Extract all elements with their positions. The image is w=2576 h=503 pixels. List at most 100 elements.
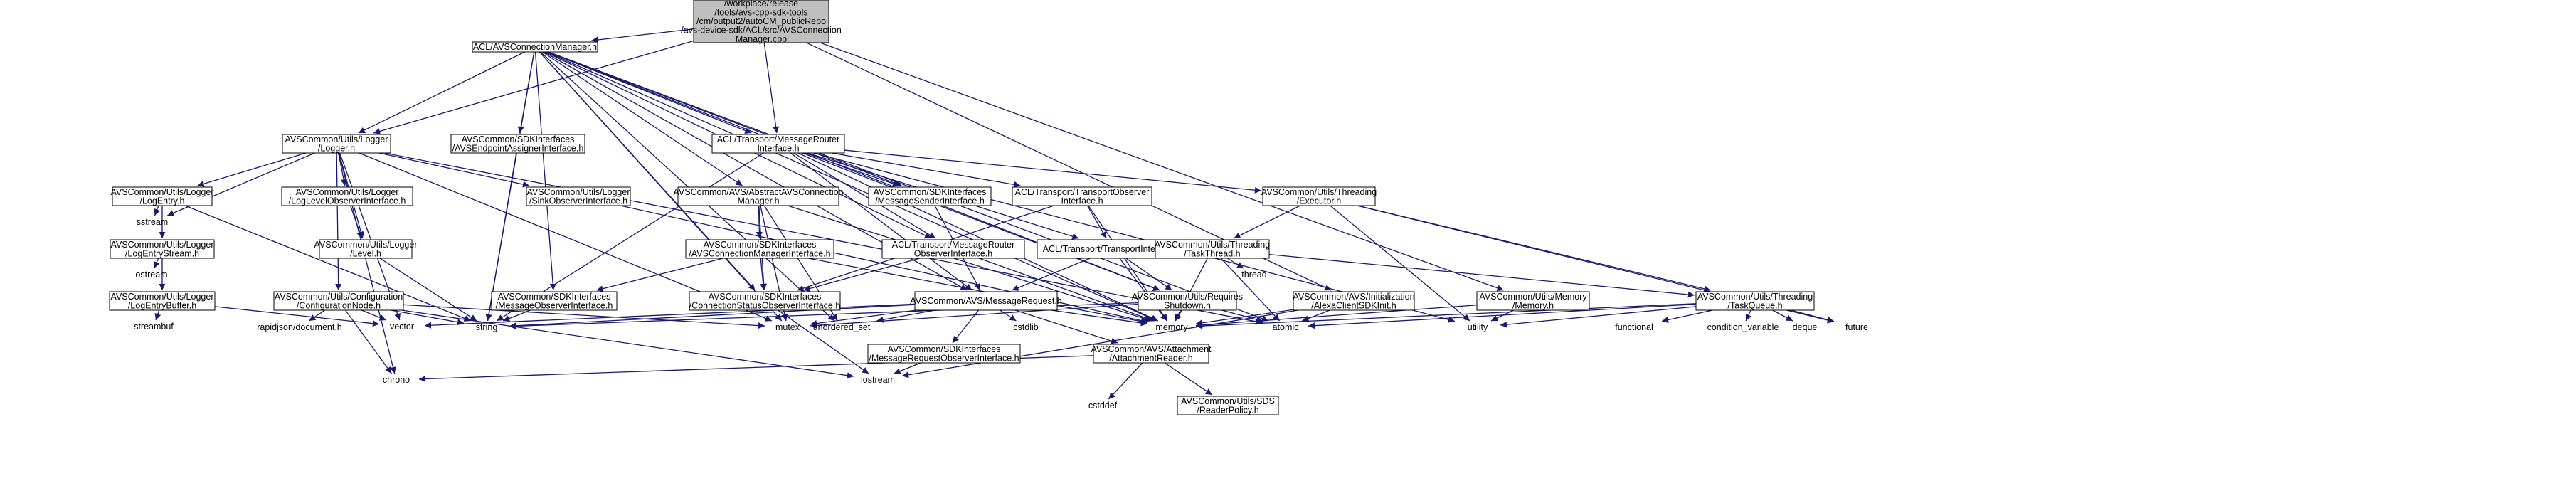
node-box-shutdown	[1138, 291, 1237, 311]
node-sinkobs[interactable]: AVSCommon/Utils/Logger/SinkObserverInter…	[526, 186, 631, 206]
edge-acm-to-logger	[358, 51, 525, 134]
node-msgsender[interactable]: AVSCommon/SDKInterfaces/MessageSenderInt…	[868, 186, 992, 206]
edge-acm-to-abstract	[542, 51, 743, 186]
edge-memoryh-to-memory	[1195, 305, 1478, 329]
node-label-confignode: AVSCommon/Utils/Configuration	[275, 292, 403, 302]
node-mutex: mutex	[775, 322, 800, 332]
node-cstdlib: cstdlib	[1013, 322, 1038, 332]
node-level[interactable]: AVSCommon/Utils/Logger/Level.h	[314, 239, 418, 259]
node-label-iostream: iostream	[861, 375, 895, 385]
node-atomic: atomic	[1273, 322, 1299, 332]
node-taskthread[interactable]: AVSCommon/Utils/Threading/TaskThread.h	[1155, 239, 1270, 259]
node-logentrybuffer[interactable]: AVSCommon/Utils/Logger/LogEntryBuffer.h	[109, 291, 216, 311]
node-logentry[interactable]: AVSCommon/Utils/Logger/LogEntry.h	[111, 186, 214, 206]
edge-connmgr-to-memory	[808, 258, 1148, 325]
node-box-memoryh	[1476, 291, 1590, 311]
node-connstatus[interactable]: AVSCommon/SDKInterfaces/ConnectionStatus…	[689, 291, 841, 311]
node-box-logentrybuffer	[109, 291, 216, 311]
edge-logger-to-logentry	[197, 152, 307, 187]
node-box-acm	[472, 41, 598, 53]
node-loglevelobs[interactable]: AVSCommon/Utils/Logger/LogLevelObserverI…	[281, 186, 413, 206]
node-label-msgobs: AVSCommon/SDKInterfaces	[498, 292, 611, 302]
node-label-logentrystream: /LogEntryStream.h	[125, 248, 199, 258]
edge-msgrequest-to-unordered_set	[876, 309, 935, 323]
node-label-executor: /Executor.h	[1297, 196, 1342, 206]
node-label-memory: memory	[1155, 322, 1188, 332]
edge-logger-to-confignode	[335, 152, 342, 291]
node-msgobs[interactable]: AVSCommon/SDKInterfaces/MessageObserverI…	[491, 291, 618, 311]
edge-msgrouter-to-msgsender	[805, 152, 900, 187]
node-logger[interactable]: AVSCommon/Utils/Logger/Logger.h	[282, 134, 391, 154]
node-acm[interactable]: ACL/AVSConnectionManager.h	[472, 41, 598, 53]
node-box-msgrequest	[914, 291, 1058, 311]
node-label-deque: deque	[1793, 322, 1818, 332]
node-connmgr[interactable]: AVSCommon/SDKInterfaces/AVSConnectionMan…	[685, 239, 834, 259]
edge-abstract-to-memory	[787, 205, 1152, 322]
edge-logger-to-atomic	[384, 152, 1263, 325]
edge-shutdown-to-memory	[1175, 309, 1182, 322]
node-chrono: chrono	[383, 375, 410, 385]
node-box-endpoint	[450, 134, 585, 154]
edge-root-to-msgrouter	[763, 42, 780, 134]
edge-acm-to-memory	[546, 51, 1157, 322]
node-label-msgsender: /MessageSenderInterface.h	[875, 196, 985, 206]
node-label-executor: AVSCommon/Utils/Threading	[1261, 187, 1377, 197]
node-memoryh[interactable]: AVSCommon/Utils/Memory/Memory.h	[1476, 291, 1590, 311]
node-executor[interactable]: AVSCommon/Utils/Threading/Executor.h	[1261, 186, 1377, 206]
node-label-logger: AVSCommon/Utils/Logger	[285, 134, 388, 144]
edge-level-to-string	[379, 258, 477, 322]
node-sstream: sstream	[137, 217, 168, 227]
edge-msgrouter-to-shutdown	[802, 152, 1160, 291]
node-label-msgrequest: AVSCommon/AVS/MessageRequest.h	[910, 296, 1062, 306]
edge-abstract-to-connmgr	[756, 205, 763, 239]
edge-msgreqobs-to-iostream	[894, 362, 921, 374]
node-unordered_set: unordered_set	[813, 322, 871, 332]
node-logentrystream[interactable]: AVSCommon/Utils/Logger/LogEntryStream.h	[110, 239, 215, 259]
node-label-msgreqobs: AVSCommon/SDKInterfaces	[888, 344, 1001, 354]
edge-acm-to-unordered_set	[540, 51, 835, 322]
node-msgrequest[interactable]: AVSCommon/AVS/MessageRequest.h	[910, 291, 1062, 311]
node-readerpolicy[interactable]: AVSCommon/Utils/SDS/ReaderPolicy.h	[1177, 396, 1279, 415]
node-box-root	[693, 0, 829, 43]
node-endpoint[interactable]: AVSCommon/SDKInterfaces/AVSEndpointAssig…	[450, 134, 585, 154]
node-label-logentry: /LogEntry.h	[139, 196, 184, 206]
node-alexainit[interactable]: AVSCommon/AVS/Initialization/AlexaClient…	[1293, 291, 1415, 311]
node-label-taskthread: AVSCommon/Utils/Threading	[1155, 240, 1270, 250]
edge-logger-to-chrono	[338, 152, 396, 374]
edge-taskqueue-to-deque	[1772, 309, 1793, 322]
node-label-msgrouterobs: ObserverInterface.h	[914, 248, 993, 258]
node-transobs[interactable]: ACL/Transport/TransportObserverInterface…	[1012, 186, 1152, 206]
node-label-msgobs: /MessageObserverInterface.h	[496, 300, 613, 310]
edge-alexainit-to-atomic	[1302, 309, 1330, 322]
node-label-memoryh: AVSCommon/Utils/Memory	[1479, 292, 1587, 302]
node-abstract[interactable]: AVSCommon/AVS/AbstractAVSConnectionManag…	[674, 186, 844, 206]
node-root[interactable]: /workplace/release/tools/avs-cpp-sdk-too…	[681, 0, 842, 44]
node-msgrouterobs[interactable]: ACL/Transport/MessageRouterObserverInter…	[881, 239, 1025, 259]
node-box-level	[319, 239, 413, 259]
node-msgreqobs[interactable]: AVSCommon/SDKInterfaces/MessageRequestOb…	[867, 344, 1021, 364]
edge-logentrybuffer-to-vector	[214, 306, 380, 327]
edge-confignode-to-string	[390, 309, 465, 326]
node-box-connmgr	[685, 239, 834, 259]
edge-msgrouter-to-msgrouterobs	[793, 152, 936, 239]
node-taskqueue[interactable]: AVSCommon/Utils/Threading/TaskQueue.h	[1695, 291, 1815, 311]
node-label-condition_variable: condition_variable	[1707, 322, 1779, 332]
node-string: string	[476, 322, 498, 332]
edge-msgrequest-to-memory	[1051, 309, 1148, 327]
edge-transport-to-shutdown	[1125, 258, 1172, 291]
node-box-confignode	[273, 291, 404, 311]
node-label-cstddef: cstddef	[1088, 401, 1118, 411]
node-label-vector: vector	[390, 322, 414, 332]
node-confignode[interactable]: AVSCommon/Utils/Configuration/Configurat…	[273, 291, 404, 311]
node-utility: utility	[1468, 322, 1488, 332]
node-label-logentrybuffer: AVSCommon/Utils/Logger	[111, 292, 214, 302]
node-box-msgsender	[868, 186, 992, 206]
node-label-loglevelobs: /LogLevelObserverInterface.h	[289, 196, 406, 206]
node-attreader[interactable]: AVSCommon/AVS/Attachment/AttachmentReade…	[1091, 344, 1212, 364]
edge-msgrequest-to-attreader	[1014, 309, 1118, 344]
node-label-functional: functional	[1615, 322, 1653, 332]
node-future: future	[1845, 322, 1868, 332]
